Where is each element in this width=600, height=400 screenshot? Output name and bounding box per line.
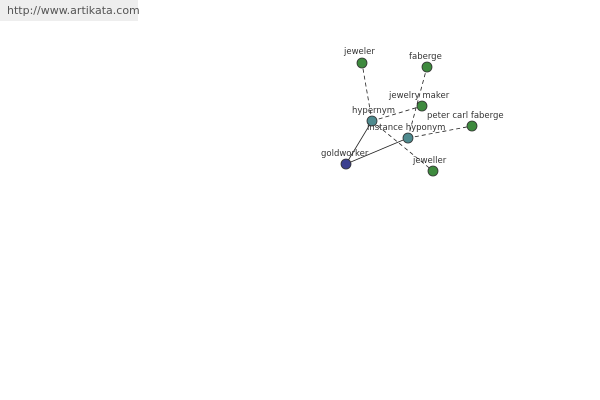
edge-instance-hyponym-faberge xyxy=(407,66,428,139)
node-jewelry-maker[interactable]: jewelry maker xyxy=(388,91,450,112)
node-label: goldworker xyxy=(321,149,369,159)
node-jeweler[interactable]: jeweler xyxy=(343,47,375,69)
edge-goldworker-instance-hyponym xyxy=(345,137,409,165)
node-dot[interactable] xyxy=(366,115,378,127)
node-dot[interactable] xyxy=(427,165,439,177)
edge-hypernym-jeweler xyxy=(361,62,373,122)
node-label: faberge xyxy=(409,52,442,62)
node-label: jeweller xyxy=(412,156,447,166)
node-dot[interactable] xyxy=(466,120,478,132)
edge-hypernym-jewelry-maker xyxy=(371,105,423,122)
node-label: instance hyponym xyxy=(367,123,445,133)
node-dot[interactable] xyxy=(416,100,428,112)
node-jeweller[interactable]: jeweller xyxy=(412,156,447,177)
node-dot[interactable] xyxy=(402,132,414,144)
edge-hypernym-jeweller xyxy=(371,120,434,172)
node-faberge[interactable]: faberge xyxy=(409,52,442,73)
node-label: jewelry maker xyxy=(388,91,450,101)
node-label: hypernym xyxy=(352,106,395,116)
site-url[interactable]: http://www.artikata.com xyxy=(0,0,140,21)
nodes-layer: goldworker hypernym instance hyponym jewele… xyxy=(321,47,504,177)
node-goldworker[interactable]: goldworker xyxy=(321,149,369,170)
node-dot[interactable] xyxy=(421,61,433,73)
node-dot[interactable] xyxy=(356,57,368,69)
node-hypernym[interactable]: hypernym xyxy=(352,106,395,127)
node-label: peter carl faberge xyxy=(427,111,504,121)
node-dot[interactable] xyxy=(340,158,352,170)
node-instance-hyponym[interactable]: instance hyponym xyxy=(367,123,445,144)
node-label: jeweler xyxy=(343,47,375,57)
node-peter-carl-faberge[interactable]: peter carl faberge xyxy=(427,111,504,132)
edge-instance-hyponym-peter-carl-faberge xyxy=(407,125,473,139)
edge-goldworker-hypernym xyxy=(345,120,373,165)
edges-layer xyxy=(345,62,473,172)
